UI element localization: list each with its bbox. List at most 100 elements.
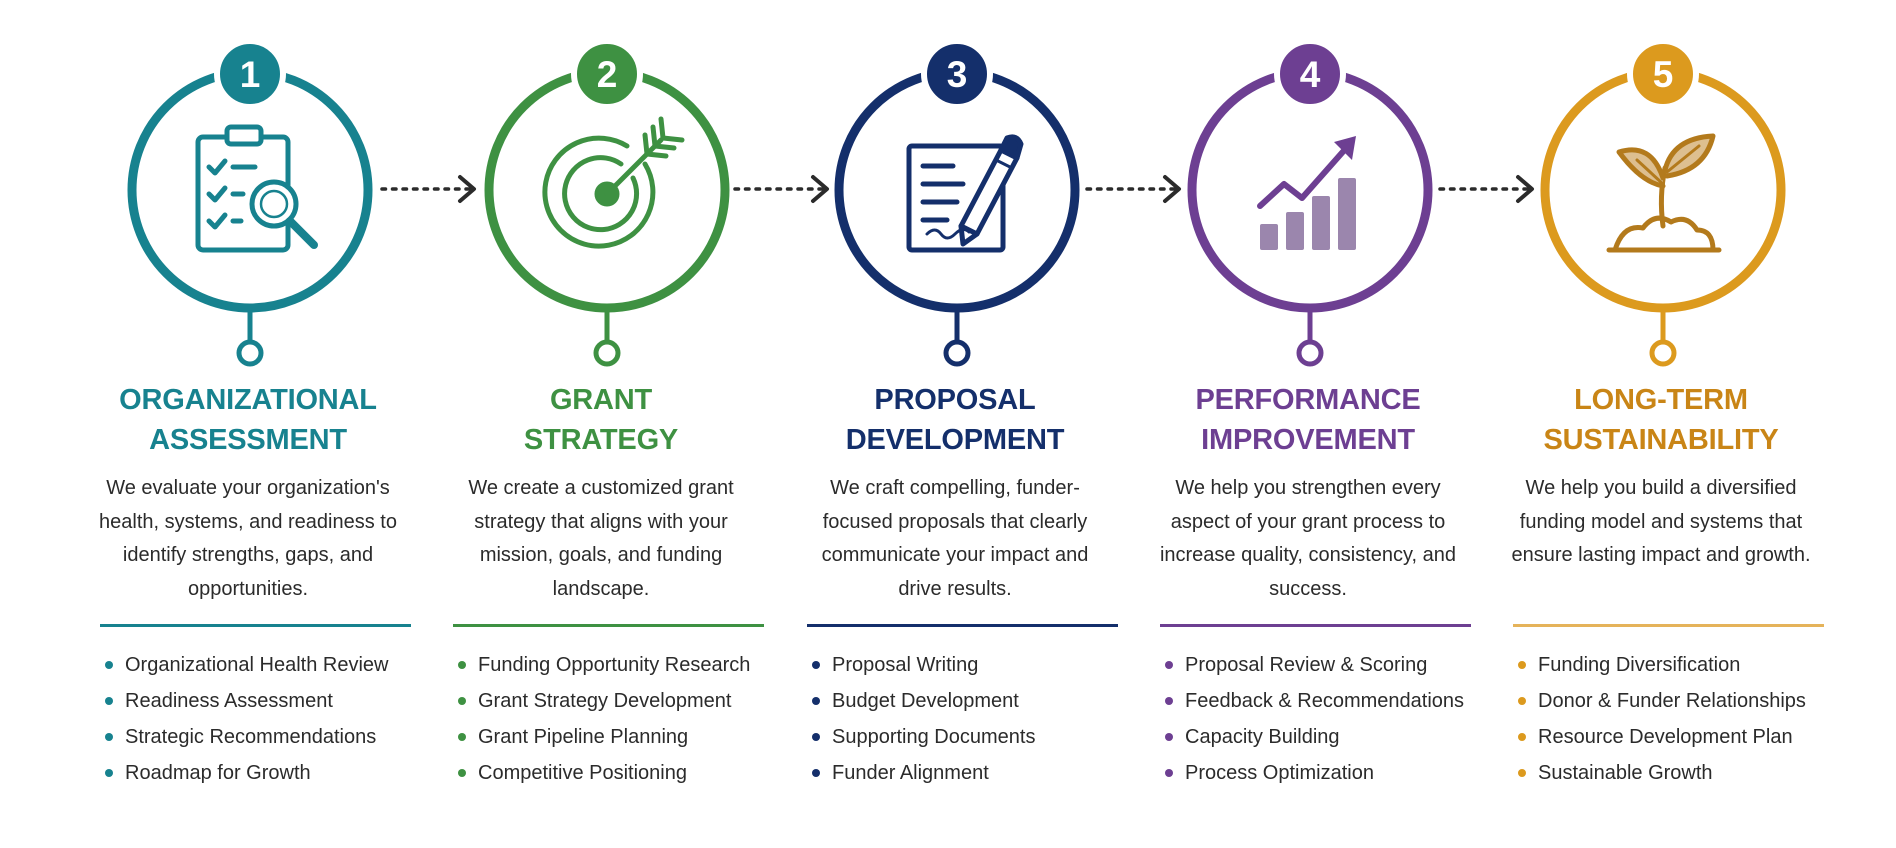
list-item: Competitive Positioning [453, 758, 773, 794]
list-item: Proposal Writing [807, 650, 1127, 686]
list-item-label: Feedback & Recommendations [1185, 690, 1465, 712]
list-item: Supporting Documents [807, 722, 1127, 758]
connector-arrow-1-2 [380, 175, 476, 203]
step-performance-improvement: 4 PERFORMANCE IMPROVEMENT We help you st… [1138, 0, 1478, 848]
step-5-ring: 5 [1540, 38, 1786, 367]
step-title-line-2: IMPROVEMENT [1201, 424, 1415, 456]
list-item: Grant Strategy Development [453, 686, 773, 722]
list-item-label: Organizational Health Review [125, 654, 389, 676]
list-item-label: Roadmap for Growth [125, 762, 311, 784]
list-item-label: Grant Pipeline Planning [478, 726, 689, 748]
bullet-dot [105, 769, 113, 777]
list-item: Donor & Funder Relationships [1513, 686, 1833, 722]
step-1-ring: 1 [127, 38, 373, 367]
bullet-dot [1165, 769, 1173, 777]
list-item-label: Proposal Writing [832, 654, 979, 676]
list-item: Proposal Review & Scoring [1160, 650, 1480, 686]
section-divider [1160, 624, 1471, 627]
bullet-dot [458, 661, 466, 669]
step-number-badge: 2 [597, 54, 618, 95]
target-arrow-icon [542, 116, 685, 249]
bullet-dot [1165, 661, 1173, 669]
deliverables-list: Proposal Writing Budget Development Supp… [807, 650, 1127, 794]
step-title-line-2: STRATEGY [523, 424, 679, 456]
list-item-label: Competitive Positioning [478, 762, 687, 784]
list-item: Process Optimization [1160, 758, 1480, 794]
list-item-label: Proposal Review & Scoring [1185, 654, 1428, 676]
step-description: We craft compelling, funder-focused prop… [821, 477, 1089, 600]
list-item-label: Grant Strategy Development [478, 690, 732, 712]
list-item: Funding Diversification [1513, 650, 1833, 686]
section-divider [453, 624, 764, 627]
list-item-label: Capacity Building [1185, 726, 1340, 748]
bullet-dot [458, 769, 466, 777]
section-divider [100, 624, 411, 627]
list-item-label: Budget Development [832, 690, 1019, 712]
step-2-ring: 2 [484, 38, 730, 367]
bullet-dot [458, 697, 466, 705]
list-item: Grant Pipeline Planning [453, 722, 773, 758]
sprout-icon [1606, 133, 1722, 253]
list-item-label: Funder Alignment [832, 762, 989, 784]
list-item-label: Process Optimization [1185, 762, 1374, 784]
step-title-line-1: ORGANIZATIONAL [119, 384, 377, 416]
step-number-badge: 3 [947, 54, 968, 95]
step-title: LONG-TERM SUSTAINABILITY [1491, 380, 1831, 460]
clipboard-magnifier-icon [195, 124, 318, 253]
bullet-dot [1165, 733, 1173, 741]
deliverables-list: Organizational Health Review Readiness A… [100, 650, 420, 794]
section-divider [1513, 624, 1824, 627]
step-title-line-2: SUSTAINABILITY [1543, 424, 1779, 456]
list-item: Roadmap for Growth [100, 758, 420, 794]
list-item: Funder Alignment [807, 758, 1127, 794]
step-proposal-development: 3 PROPOSAL DEVELOPMENT We craft compelli… [785, 0, 1125, 848]
step-title: PROPOSAL DEVELOPMENT [785, 380, 1125, 460]
bullet-dot [1165, 697, 1173, 705]
step-title-line-1: LONG-TERM [1574, 384, 1748, 416]
step-long-term-sustainability: 5 LONG-TERM SUSTAINABILITY We help you b… [1491, 0, 1831, 848]
list-item-label: Supporting Documents [832, 726, 1036, 748]
step-4-ring: 4 [1187, 38, 1433, 367]
list-item: Sustainable Growth [1513, 758, 1833, 794]
bullet-dot [105, 661, 113, 669]
bullet-dot [1518, 661, 1526, 669]
list-item-label: Funding Diversification [1538, 654, 1741, 676]
bullet-dot [1518, 769, 1526, 777]
step-title-line-1: PERFORMANCE [1195, 384, 1421, 416]
step-title-line-1: PROPOSAL [874, 384, 1036, 416]
deliverables-list: Proposal Review & Scoring Feedback & Rec… [1160, 650, 1480, 794]
step-description: We help you strengthen every aspect of y… [1159, 477, 1457, 600]
section-divider [807, 624, 1118, 627]
list-item: Strategic Recommendations [100, 722, 420, 758]
deliverables-list: Funding Diversification Donor & Funder R… [1513, 650, 1833, 794]
step-title: GRANT STRATEGY [431, 380, 771, 460]
step-number-badge: 4 [1300, 54, 1321, 95]
bullet-dot [105, 697, 113, 705]
growth-bar-chart-icon [1257, 136, 1356, 250]
step-description: We help you build a diversified funding … [1511, 477, 1811, 566]
bullet-dot [812, 769, 820, 777]
step-grant-strategy: 2 GRANT STRATEGY We create a customized … [431, 0, 771, 848]
list-item-label: Readiness Assessment [125, 690, 333, 712]
list-item-label: Sustainable Growth [1538, 762, 1713, 784]
list-item: Resource Development Plan [1513, 722, 1833, 758]
document-pen-icon [906, 134, 1024, 253]
step-description: We evaluate your organization's health, … [99, 477, 397, 600]
step-title: PERFORMANCE IMPROVEMENT [1138, 380, 1478, 460]
step-title: ORGANIZATIONAL ASSESSMENT [78, 380, 418, 460]
list-item: Budget Development [807, 686, 1127, 722]
bullet-dot [105, 733, 113, 741]
bullet-dot [1518, 733, 1526, 741]
list-item: Capacity Building [1160, 722, 1480, 758]
list-item: Funding Opportunity Research [453, 650, 773, 686]
step-3-ring: 3 [834, 38, 1080, 367]
step-description: We create a customized grant strategy th… [468, 477, 734, 600]
step-organizational-assessment: 1 ORGANIZATIONAL ASSESSMENT We evaluate … [78, 0, 418, 848]
bullet-dot [812, 733, 820, 741]
list-item-label: Funding Opportunity Research [478, 654, 751, 676]
step-title-line-2: ASSESSMENT [149, 424, 347, 456]
bullet-dot [812, 697, 820, 705]
step-number-badge: 5 [1653, 54, 1674, 95]
connector-arrow-3-4 [1085, 175, 1181, 203]
